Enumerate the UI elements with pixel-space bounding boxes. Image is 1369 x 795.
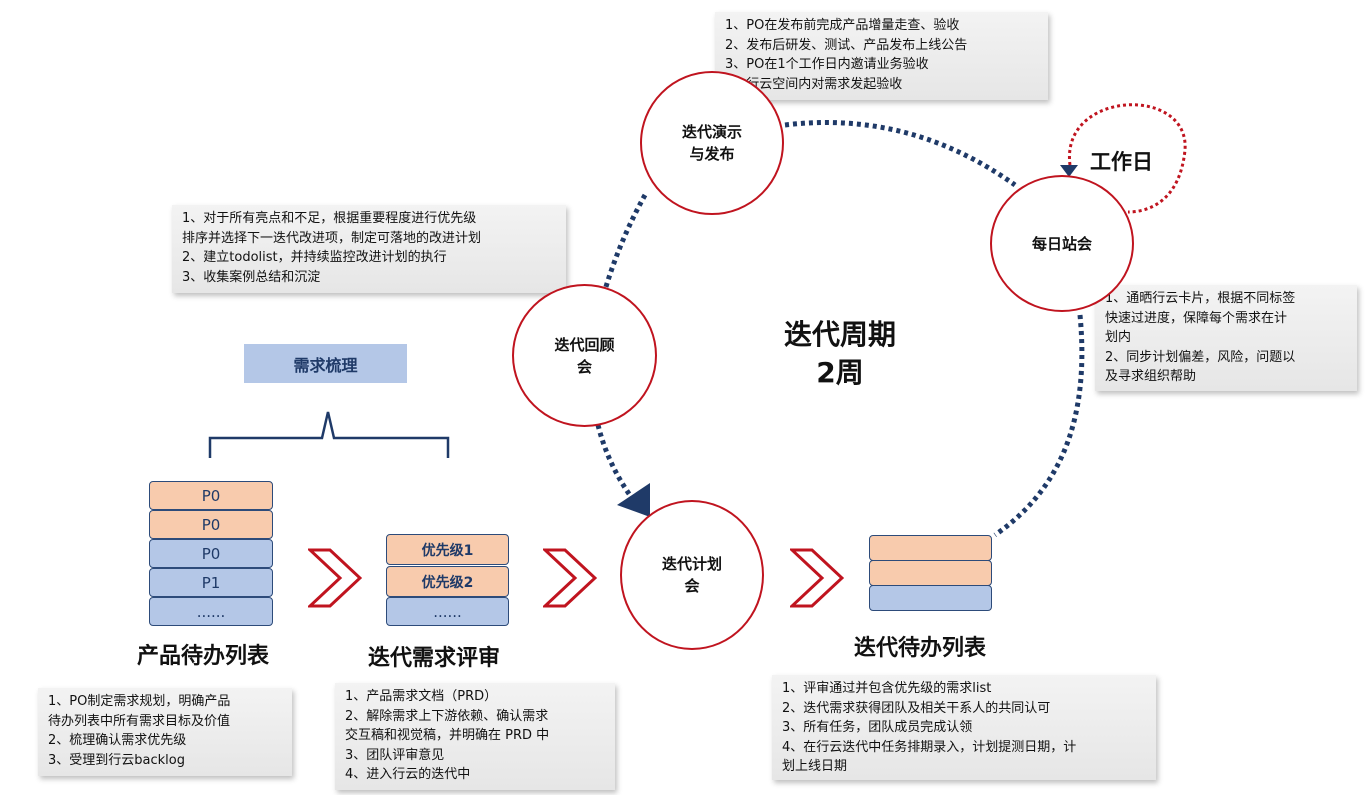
circle-demo: 迭代演示 与发布 <box>640 71 784 215</box>
chevron-right-icon <box>790 548 844 608</box>
workday-label: 工作日 <box>1090 150 1153 174</box>
chevron-right-icon <box>308 548 362 608</box>
circle-standup: 每日站会 <box>990 175 1134 312</box>
arrow-head-planning <box>617 483 650 517</box>
backlog-item: P1 <box>149 568 273 597</box>
note-sprint: 1、评审通过并包含优先级的需求list 2、迭代需求获得团队及相关干系人的共同认… <box>772 675 1156 780</box>
cycle-duration: 2周 <box>816 356 864 389</box>
circle-planning: 迭代计划 会 <box>620 500 764 650</box>
circle-standup-label: 每日站会 <box>1031 234 1092 253</box>
sprint-item <box>869 535 992 561</box>
connector-demo-retro <box>602 193 648 291</box>
backlog-item: ...... <box>149 597 273 626</box>
circle-retro-label: 迭代回顾 会 <box>554 335 615 376</box>
note-standup: 1、通晒行云卡片，根据不同标签 快速过进度，保障每个需求在计 划内 2、同步计划… <box>1095 285 1357 391</box>
cycle-title-text: 迭代周期 <box>783 318 896 351</box>
note-retro: 1、对于所有亮点和不足，根据重要程度进行优先级 排序并选择下一迭代改进项，制定可… <box>172 205 566 293</box>
product-backlog-title: 产品待办列表 <box>137 644 270 669</box>
workday-arrow-head <box>1060 165 1078 177</box>
sprint-backlog-title: 迭代待办列表 <box>854 636 987 661</box>
backlog-item: P0 <box>149 539 273 568</box>
review-title: 迭代需求评审 <box>368 646 501 671</box>
backlog-item: P0 <box>149 481 273 510</box>
review-item: ...... <box>386 597 509 626</box>
requirements-bracket <box>208 411 450 458</box>
review-item: 优先级1 <box>386 534 509 565</box>
note-demo: 1、PO在发布前完成产品增量走查、验收 2、发布后研发、测试、产品发布上线公告 … <box>715 12 1048 100</box>
requirements-tag: 需求梳理 <box>244 344 407 383</box>
workday-loop <box>1068 103 1187 214</box>
note-review: 1、产品需求文档（PRD） 2、解除需求上下游依赖、确认需求 交互稿和视觉稿，并… <box>335 683 615 790</box>
connector-standup-backlog <box>993 314 1085 538</box>
chevron-right-icon <box>543 548 597 608</box>
connector-retro-planning <box>595 424 635 500</box>
backlog-item: P0 <box>149 510 273 539</box>
cycle-title: 迭代周期 2周 <box>760 316 920 392</box>
circle-retro: 迭代回顾 会 <box>512 284 657 427</box>
note-product: 1、PO制定需求规划，明确产品 待办列表中所有需求目标及价值 2、梳理确认需求优… <box>38 688 292 776</box>
circle-planning-label: 迭代计划 会 <box>661 555 722 595</box>
circle-demo-label: 迭代演示 与发布 <box>681 123 742 163</box>
connector-demo-standup <box>784 120 1017 188</box>
sprint-item <box>869 585 992 611</box>
review-item: 优先级2 <box>386 566 509 597</box>
sprint-item <box>869 560 992 586</box>
